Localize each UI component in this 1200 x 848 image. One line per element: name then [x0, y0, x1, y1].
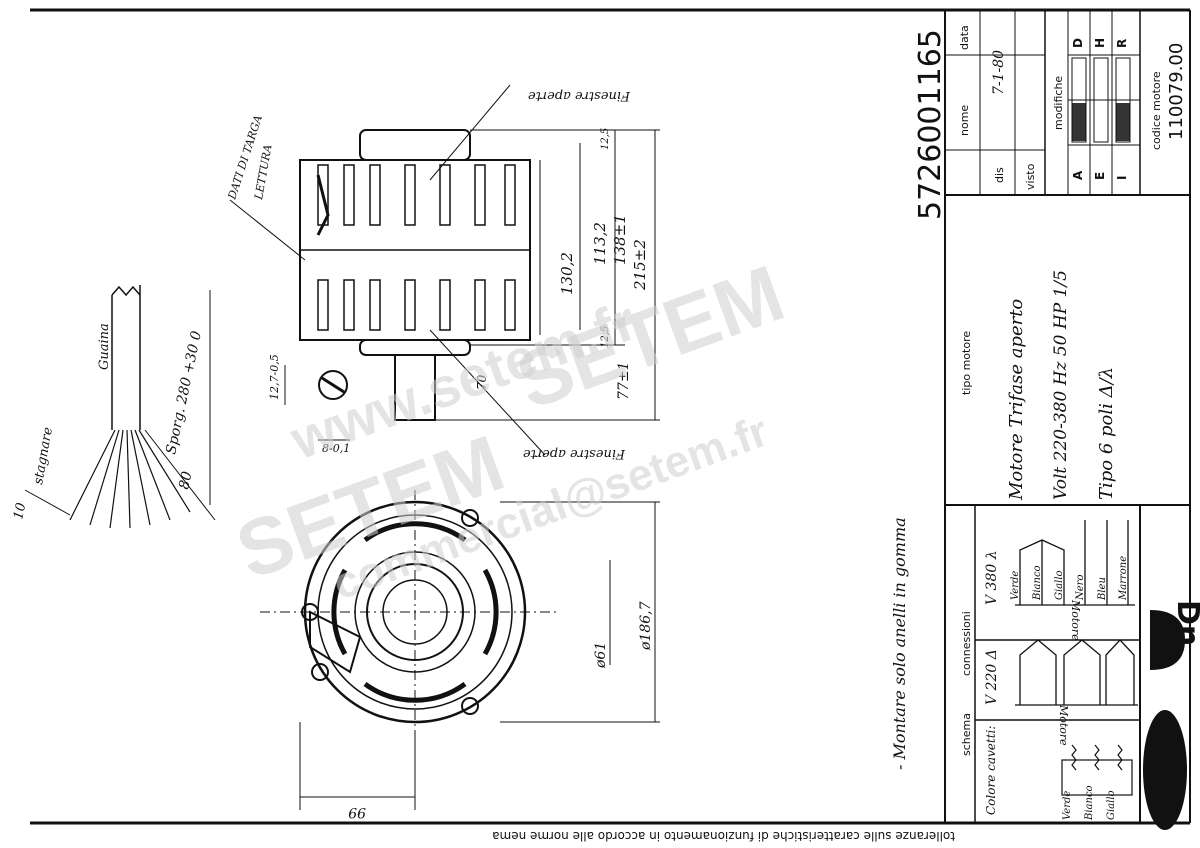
wire-color-label-bottom: Giallo — [1106, 790, 1117, 820]
wiring-diagram-colors — [1061, 744, 1133, 796]
connessioni-label: connessioni — [960, 611, 973, 676]
cable-drawing — [24, 285, 216, 529]
finestre-aperte-bottom-label: Finestre aperte — [523, 446, 626, 461]
cooling-fins — [317, 164, 516, 331]
motor-front-view — [260, 490, 660, 810]
wiring-diagram-380 — [1015, 520, 1135, 606]
title-block — [944, 10, 1190, 823]
dimension-130: 130,2 — [558, 252, 576, 295]
leader-lines — [229, 84, 546, 456]
footer-note: tolleranze sulle caratteristiche di funz… — [492, 829, 955, 843]
modifiche-letter: H — [1093, 38, 1107, 48]
dimension-diameter-186: ø186,7 — [638, 601, 654, 651]
watermark-text: SETEM — [505, 248, 794, 426]
title-visto-label: visto — [1024, 163, 1037, 190]
wire-color-label-bottom: Verde — [1062, 791, 1073, 820]
title-nome-label: nome — [958, 105, 971, 136]
drawing-number: 5726001165 — [913, 29, 948, 220]
colore-cavetti-label: Colore cavetti: — [984, 726, 998, 815]
lettura-label: LETTURA — [252, 143, 275, 201]
dimension-70: 70 — [475, 374, 489, 390]
title-date-value: 7-1-80 — [991, 50, 1007, 95]
dimension-215: 215±2 — [631, 239, 649, 291]
wiring-diagram-220 — [1015, 639, 1138, 706]
dimension-12-7: 12,7-0,5 — [268, 354, 281, 400]
codice-motore-label: codice motore — [1150, 71, 1163, 150]
dimension-80: 80 — [176, 470, 195, 491]
voltage-380-label: V 380 λ — [984, 550, 1000, 605]
dimension-12-5-top: 12,5 — [600, 128, 611, 150]
schema-label: schema — [960, 713, 973, 756]
front-view-dimension-lines — [299, 501, 660, 810]
mounting-note: - Montare solo anelli in gomma — [890, 517, 909, 770]
title-data-label: data — [958, 25, 971, 50]
motor-side-view — [229, 84, 660, 456]
motore-label-380: Motore — [1069, 599, 1082, 641]
wire-color-label-bottom: Bianco — [1084, 785, 1095, 821]
guaina-label: Guaina — [97, 323, 112, 370]
wire-color-label: Marrone — [1118, 556, 1129, 601]
wire-color-label: Bianco — [1032, 565, 1043, 601]
svg-text:Dn: Dn — [1170, 600, 1200, 646]
dimension-138: 138±1 — [611, 214, 629, 265]
modifiche-letter: E — [1093, 172, 1107, 180]
cable-wires — [69, 429, 191, 529]
stagnare-label: stagnare — [31, 426, 56, 486]
dimension-99: 99 — [348, 804, 366, 820]
dimension-113: 113,2 — [591, 222, 609, 265]
finestre-aperte-top-label: Finestre aperte — [528, 88, 631, 103]
modifiche-letter: R — [1115, 39, 1129, 48]
motor-description-line-1: Motore Trifase aperto — [1006, 299, 1027, 501]
side-view-dimension-lines — [284, 129, 660, 441]
dimension-8: 8-0,1 — [322, 442, 350, 455]
dimension-12-5-bottom: 12,5 — [600, 326, 611, 348]
sporgenza-label: Sporg. 280 +30 0 — [163, 330, 205, 456]
dimension-77: 77±1 — [616, 362, 632, 400]
wire-color-label: Verde — [1010, 571, 1021, 600]
wire-color-label: Giallo — [1054, 570, 1065, 600]
codice-motore-value: 110079.00 — [1166, 43, 1187, 140]
title-dis-label: dis — [993, 167, 1006, 183]
dimension-diameter-61: ø61 — [593, 642, 609, 669]
voltage-220-label: V 220 Δ — [984, 649, 1000, 705]
tipo-motore-label: tipo motore — [960, 331, 973, 395]
motor-description-line-2: Volt 220-380 Hz 50 HP 1/5 — [1051, 270, 1071, 500]
modifiche-label: modifiche — [1052, 76, 1065, 130]
wire-color-label: Bleu — [1097, 577, 1108, 601]
housing-slots — [331, 521, 499, 703]
wire-color-label: Nero — [1075, 575, 1086, 601]
modifiche-letter: D — [1071, 38, 1085, 48]
modifiche-letter: I — [1115, 176, 1129, 180]
motore-label-220: Motore — [1057, 704, 1070, 746]
schema-connessioni: Dn — [974, 505, 1200, 830]
manufacturer-logo: Dn — [1143, 600, 1200, 830]
motor-description-line-3: Tipo 6 poli Δ/λ — [1096, 367, 1117, 500]
modifiche-letter: A — [1071, 170, 1085, 180]
dimension-10: 10 — [11, 502, 29, 521]
